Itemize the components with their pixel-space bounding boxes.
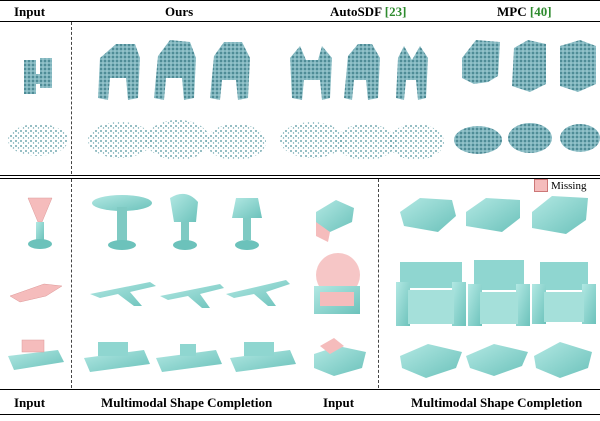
header-rule	[0, 21, 600, 22]
input-partial-building	[8, 339, 64, 370]
row-house	[400, 342, 592, 378]
footer-completion-left: Multimodal Shape Completion	[101, 395, 273, 410]
row-building	[8, 339, 296, 372]
mpc-chair-1	[462, 40, 500, 84]
ours-pointcloud-1	[88, 122, 152, 158]
autosdf-ref: [23]	[384, 4, 407, 19]
completion-van	[532, 196, 588, 234]
legend: Missing	[534, 179, 586, 192]
input-partial-table	[27, 197, 53, 249]
row-partial-pointcloud	[8, 120, 600, 160]
ours-chair-round	[170, 193, 198, 250]
autosdf-label: AutoSDF	[330, 4, 382, 19]
autosdf-pointcloud-3	[388, 124, 444, 160]
ours-pointcloud-2	[146, 120, 210, 160]
mpc-label: MPC	[497, 4, 527, 19]
mpc-chair-2	[512, 40, 546, 92]
ours-airplane-3	[226, 280, 290, 306]
missing-swatch	[534, 179, 548, 192]
completion-truck	[400, 198, 456, 232]
completion-house-2	[466, 344, 528, 376]
mpc-pointcloud-3	[560, 124, 600, 152]
bottom-rule	[0, 414, 600, 415]
ours-table	[92, 195, 152, 250]
ours-building-2	[156, 344, 222, 372]
completion-armchair-1	[396, 262, 466, 326]
input-partial-chair	[24, 58, 52, 94]
top-rule	[0, 0, 600, 1]
mpc-chair-3	[560, 40, 596, 92]
footer-input-right: Input	[323, 395, 355, 410]
row-sofa	[396, 260, 596, 326]
mpc-pointcloud-2	[508, 123, 552, 153]
mpc-pointcloud-1	[454, 126, 502, 154]
divider-bottom-right	[378, 179, 379, 388]
autosdf-pointcloud-1	[280, 122, 344, 158]
row-car	[400, 196, 588, 234]
row-partial-chair	[24, 40, 596, 100]
header-ours: Ours	[165, 4, 194, 19]
row-table	[27, 193, 262, 250]
completion-armchair-3	[532, 262, 596, 324]
completion-house-3	[534, 342, 592, 378]
ours-airplane-2	[160, 284, 224, 308]
middle-rule-a	[0, 175, 600, 176]
ours-chair-2	[154, 40, 196, 100]
completion-pickup	[466, 198, 520, 232]
completion-house-1	[400, 344, 462, 378]
right-inputs	[314, 200, 366, 376]
ours-chair-3	[210, 42, 250, 100]
header-input: Input	[14, 4, 46, 19]
header-autosdf: AutoSDF [23]	[330, 4, 406, 20]
completion-armchair-2	[468, 260, 530, 326]
autosdf-chair-1	[290, 46, 332, 100]
autosdf-chair-2	[344, 44, 380, 100]
divider-top	[71, 22, 72, 174]
legend-missing-label: Missing	[551, 179, 587, 192]
input-pointcloud	[8, 124, 68, 156]
divider-bottom-left	[71, 179, 72, 388]
input-partial-sofa	[314, 253, 360, 314]
ours-airplane-1	[90, 282, 156, 306]
row-airplane	[9, 280, 290, 308]
input-partial-car	[316, 200, 354, 242]
mpc-ref: [40]	[529, 4, 552, 19]
ours-building-3	[230, 342, 296, 372]
ours-chair-1	[98, 44, 140, 100]
ours-lamp	[232, 198, 262, 250]
footer-input-left: Input	[14, 395, 46, 410]
footer-completion-right: Multimodal Shape Completion	[411, 395, 583, 410]
input-partial-house	[314, 338, 366, 376]
autosdf-pointcloud-2	[336, 124, 396, 160]
input-partial-airplane	[9, 283, 63, 303]
autosdf-chair-3	[396, 46, 428, 100]
footer-rule	[0, 389, 600, 390]
middle-rule-b	[0, 178, 600, 179]
header-mpc: MPC [40]	[497, 4, 552, 20]
ours-building-1	[84, 342, 150, 372]
ours-pointcloud-3	[206, 124, 266, 160]
